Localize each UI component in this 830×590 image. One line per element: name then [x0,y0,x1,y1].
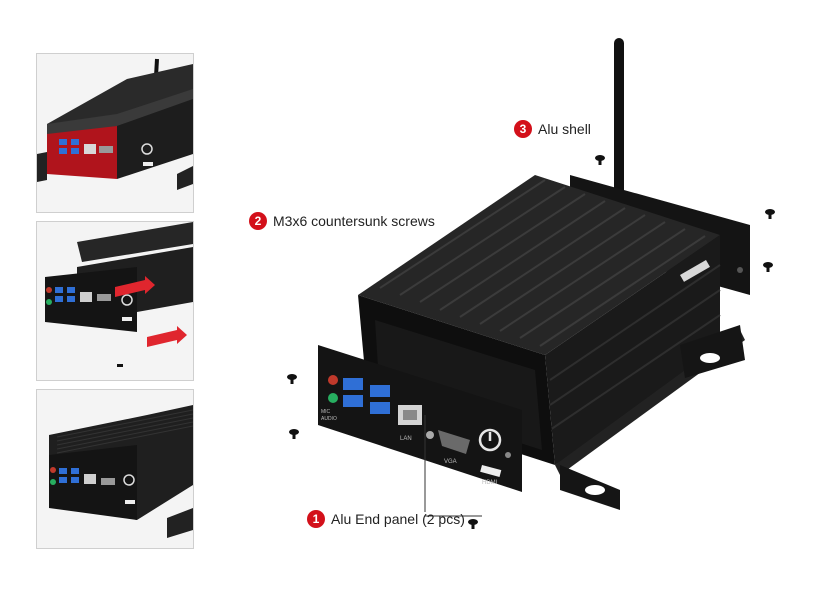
callout-label: Alu shell [538,121,591,137]
lan-port-label: LAN [400,436,412,442]
screw-icon [289,429,299,439]
callout-end-panel: 1 Alu End panel (2 pcs) [307,510,465,528]
red-minipc-image [37,54,193,212]
audio-port-label: AUDIO [321,416,337,422]
screw-icon [468,519,478,529]
hdmi-port-label: HDMI [482,480,498,486]
screw-icon [287,374,297,384]
callout-label: Alu End panel (2 pcs) [331,511,465,527]
callout-number-badge: 1 [307,510,325,528]
mounting-bracket [555,325,745,510]
exploded-view-illustration: MIC AUDIO LAN VGA HDMI [287,38,775,529]
callout-screws: 2 M3x6 countersunk screws [249,212,435,230]
vga-port-label: VGA [444,459,457,465]
screw-icon [595,155,605,165]
callout-number-badge: 3 [514,120,532,138]
callout-label: M3x6 countersunk screws [273,213,435,229]
screw-icon [765,209,775,219]
screw-icon [763,262,773,272]
thumbnail-assembled[interactable] [36,389,194,549]
antenna [614,38,624,213]
callout-alu-shell: 3 Alu shell [514,120,591,138]
screws [287,155,775,529]
callout-number-badge: 2 [249,212,267,230]
front-end-panel [318,345,522,492]
thumbnail-red-variant[interactable] [36,53,194,213]
mic-port-label: MIC [321,409,331,415]
assembled-minipc-image [37,390,193,548]
thumbnail-assembly[interactable] [36,221,194,381]
assembly-minipc-image [37,222,193,380]
